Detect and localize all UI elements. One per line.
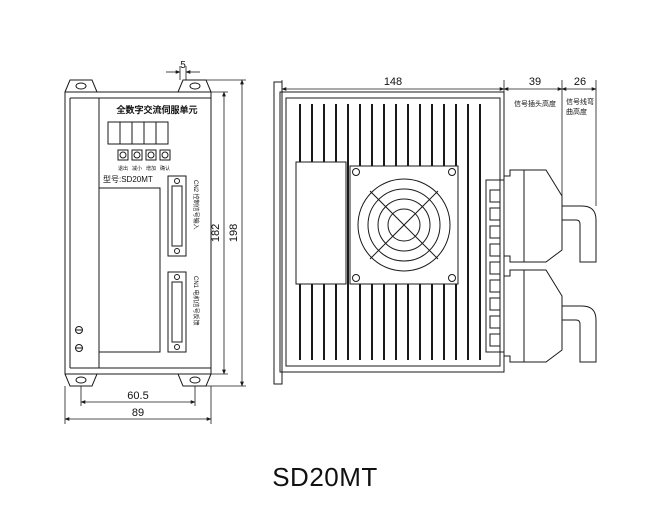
button-label-4: 确认 xyxy=(160,165,170,172)
plug-height-label: 信号插头高度 xyxy=(514,99,556,108)
dim-top-offset: 5 xyxy=(180,60,186,71)
cable-bend-label-1: 信号线弯 xyxy=(566,97,594,106)
cable-bend-label-2: 曲高度 xyxy=(566,107,587,116)
dim-plug-depth: 39 xyxy=(529,76,541,88)
dim-height-outer: 198 xyxy=(228,224,240,242)
button-label-2: 减小 xyxy=(132,165,142,172)
cn1-label: CN1 电机信号反馈 xyxy=(192,276,200,326)
side-dimensions xyxy=(281,80,597,206)
heatsink-fins xyxy=(299,104,481,360)
dim-depth: 148 xyxy=(384,76,402,88)
dim-width-outer: 89 xyxy=(132,407,144,419)
front-dimensions xyxy=(64,66,246,424)
dim-cable-depth: 26 xyxy=(574,76,586,88)
dim-width-inner: 60.5 xyxy=(127,390,148,402)
button-label-1: 退出 xyxy=(118,165,128,172)
button-label-3: 增加 xyxy=(146,165,156,172)
drawing-caption: SD20MT xyxy=(272,462,378,492)
panel-buttons xyxy=(117,149,171,161)
cn2-label: CN2 控制信号输入 xyxy=(192,180,200,230)
panel-title: 全数字交流伺服单元 xyxy=(115,104,197,115)
model-label: 型号:SD20MT xyxy=(103,175,153,184)
side-view xyxy=(273,81,597,385)
dim-height-inner: 182 xyxy=(210,224,222,242)
front-view xyxy=(64,79,212,387)
terminal-blocks xyxy=(489,189,501,347)
